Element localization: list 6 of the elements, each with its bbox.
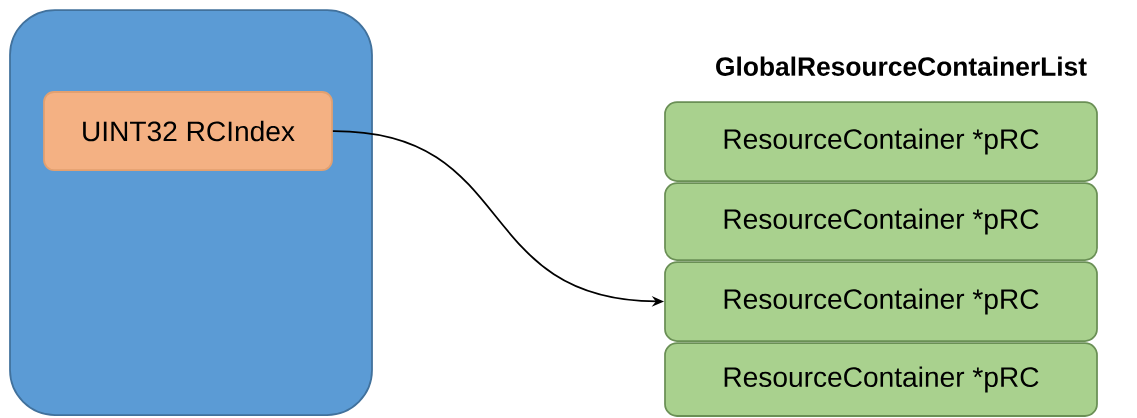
list-entry-box: ResourceContainer *pRC [664, 261, 1098, 342]
list-heading: GlobalResourceContainerList [716, 56, 1087, 76]
list-entry-box: ResourceContainer *pRC [664, 342, 1098, 417]
list-entry-box: ResourceContainer *pRC [664, 101, 1098, 182]
field-box: UINT32 RCIndex [43, 91, 333, 171]
list-entry-box: ResourceContainer *pRC [664, 182, 1098, 261]
